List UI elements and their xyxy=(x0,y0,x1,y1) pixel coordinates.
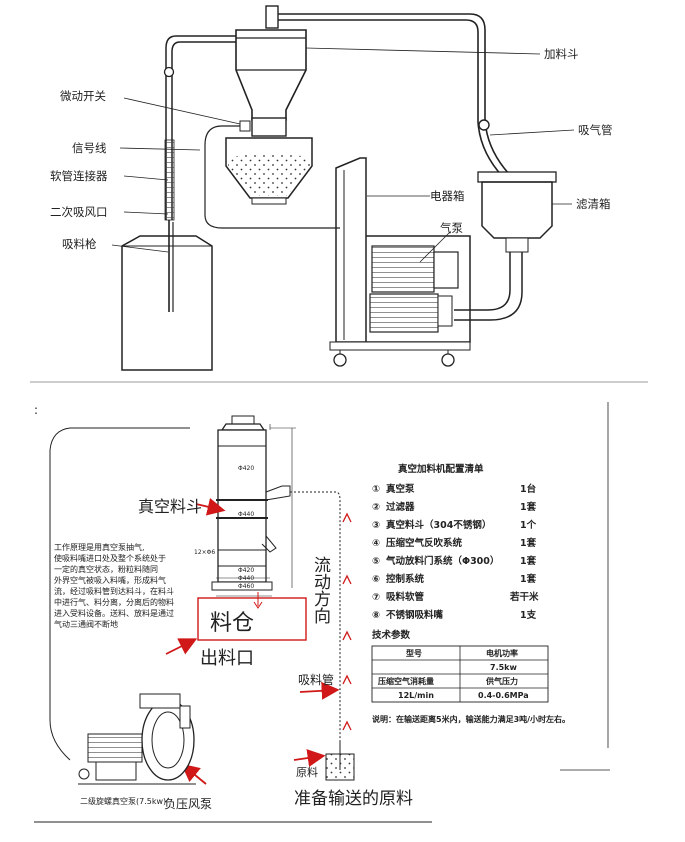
tech-params-title: 技术参数 xyxy=(372,629,411,641)
config-item-6-qty: 1套 xyxy=(520,573,537,585)
label-micro-switch: 微动开关 xyxy=(60,89,106,103)
dim-label-2: Φ420 xyxy=(238,567,254,574)
pipe-valve-right xyxy=(478,119,490,131)
principle-line-2: 使吸料嘴进口处及整个系统处于 xyxy=(54,553,166,563)
red-pointers xyxy=(165,497,340,785)
bottom-suction-pipe xyxy=(290,491,341,752)
prepare-material-label: 准备输送的原料 xyxy=(294,789,413,809)
feed-hopper xyxy=(235,5,307,137)
label-air-pump: 气泵 xyxy=(440,221,463,235)
config-item-6-no: ⑥ xyxy=(372,574,380,585)
flow-direction-text: 流动方向 xyxy=(310,556,331,624)
principle-line-6: 中进行气、料分离，分离后的物料 xyxy=(54,597,174,607)
config-item-5-qty: 1套 xyxy=(520,555,537,567)
top-diagram: 微动开关 信号线 软管连接器 二次吸风口 吸料枪 加料斗 吸气管 电器箱 滤清箱… xyxy=(50,5,613,371)
left-feed-pipe xyxy=(163,35,236,312)
raw-material-label: 原料 xyxy=(296,765,318,779)
config-item-7-qty: 若干米 xyxy=(509,591,539,603)
config-item-3-name: 真空料斗（304不锈钢） xyxy=(386,519,491,531)
flow-arrows xyxy=(342,512,352,731)
tech-cell-0-0: 型号 xyxy=(406,648,422,658)
label-suction-pipe: 吸气管 xyxy=(578,123,613,137)
config-item-1-no: ① xyxy=(372,484,380,495)
tech-cell-3-0: 12L/min xyxy=(398,691,434,700)
dim-label-4: Φ460 xyxy=(238,583,254,590)
config-note: 说明：在输送距离5米内，输送能力满足3吨/小时左右。 xyxy=(372,714,570,724)
config-item-7-no: ⑦ xyxy=(372,592,380,603)
principle-line-3: 一定的真空状态，粉粒料随同 xyxy=(54,564,158,574)
principle-line-8: 气动三通阀不断地 xyxy=(54,619,118,629)
config-item-5-name: 气动放料门系统（Φ300） xyxy=(385,555,499,567)
tech-cell-2-0: 压缩空气消耗量 xyxy=(378,676,434,686)
config-item-8-no: ⑧ xyxy=(372,610,380,621)
tech-table: 型号 电机功率 7.5kw 压缩空气消耗量 供气压力 12L/min 0.4-0… xyxy=(371,645,549,703)
suction-pipe-label: 吸料管 xyxy=(298,672,334,687)
tech-cell-2-1: 供气压力 xyxy=(485,676,518,686)
config-item-3-no: ③ xyxy=(372,520,380,531)
silo-box xyxy=(197,597,307,641)
vacuum-hopper-label: 真空料斗 xyxy=(138,497,202,516)
micro-switch-body xyxy=(239,120,251,132)
corner-mark: : xyxy=(34,403,38,417)
dim-label-3: Φ440 xyxy=(238,575,254,582)
dim-label-6: Φ440 xyxy=(238,511,254,518)
label-signal-line: 信号线 xyxy=(72,141,107,155)
filter-box xyxy=(454,171,557,321)
top-pipe-loop xyxy=(270,13,511,178)
principle-line-5: 流，经过吸料管到达料斗，在料斗 xyxy=(54,586,174,596)
bottom-diagram: : 12×Φ6 Φ420 xyxy=(34,402,610,823)
config-item-5-no: ⑤ xyxy=(372,556,380,567)
outlet-label: 出料口 xyxy=(200,648,254,669)
config-item-3-qty: 1个 xyxy=(520,519,537,531)
vacuum-hopper xyxy=(211,415,296,597)
label-suction-gun: 吸料枪 xyxy=(62,237,97,251)
config-item-4-no: ④ xyxy=(372,538,380,549)
material-barrel xyxy=(121,235,213,371)
config-item-2-name: 过滤器 xyxy=(386,501,415,513)
silo-down-arrow xyxy=(253,592,263,609)
label-hose-connector: 软管连接器 xyxy=(50,169,108,183)
silo-label: 料仓 xyxy=(210,611,254,636)
dim-label-5: Φ420 xyxy=(238,465,254,472)
config-item-1-name: 真空泵 xyxy=(386,483,415,495)
top-leaders xyxy=(111,47,575,263)
raw-material-pot xyxy=(325,742,355,781)
label-secondary-air-inlet: 二次吸风口 xyxy=(50,205,108,219)
tech-cell-3-1: 0.4-0.6MPa xyxy=(478,691,529,700)
label-filter-box: 滤清箱 xyxy=(576,197,611,211)
config-list: 真空加料机配置清单 ① 真空泵 1台 ② 过滤器 1套 ③ 真空料斗（304不锈… xyxy=(372,463,539,641)
label-feed-hopper: 加料斗 xyxy=(544,47,579,61)
principle-line-7: 进入受料设备。送料、放料是通过 xyxy=(54,608,174,618)
receiving-bin xyxy=(225,137,313,205)
principle-line-4: 外界空气被吸入料嘴，形成料气 xyxy=(54,575,166,585)
principle-paragraph: 工作原理是用真空泵抽气, 使吸料嘴进口处及整个系统处于 一定的真空状态，粉粒料随… xyxy=(54,542,174,629)
tech-cell-0-1: 电机功率 xyxy=(486,648,518,658)
config-item-7-name: 吸料软管 xyxy=(386,591,425,603)
config-item-2-qty: 1套 xyxy=(520,501,537,513)
config-item-4-name: 压缩空气反吹系统 xyxy=(386,537,463,549)
config-item-4-qty: 1套 xyxy=(520,537,537,549)
principle-line-1: 工作原理是用真空泵抽气, xyxy=(54,542,145,552)
pump-caption: 二级旋螺真空泵(7.5kw) xyxy=(80,796,166,806)
label-electrical-box: 电器箱 xyxy=(430,189,465,203)
air-pump xyxy=(369,245,459,333)
vacuum-pump xyxy=(78,693,196,785)
config-item-2-no: ② xyxy=(372,502,380,513)
config-item-8-name: 不锈钢吸料嘴 xyxy=(386,609,444,621)
config-title: 真空加料机配置清单 xyxy=(398,463,484,475)
machine-frame xyxy=(329,157,471,367)
negative-pressure-fan-label: 负压风泵 xyxy=(164,797,212,811)
signal-line xyxy=(204,125,340,229)
config-item-1-qty: 1台 xyxy=(520,483,537,495)
tech-cell-1-1: 7.5kw xyxy=(490,663,517,672)
dim-label-1: 12×Φ6 xyxy=(194,549,215,556)
bottom-frame xyxy=(49,427,190,761)
config-item-8-qty: 1支 xyxy=(520,609,537,621)
config-item-6-name: 控制系统 xyxy=(386,573,425,585)
